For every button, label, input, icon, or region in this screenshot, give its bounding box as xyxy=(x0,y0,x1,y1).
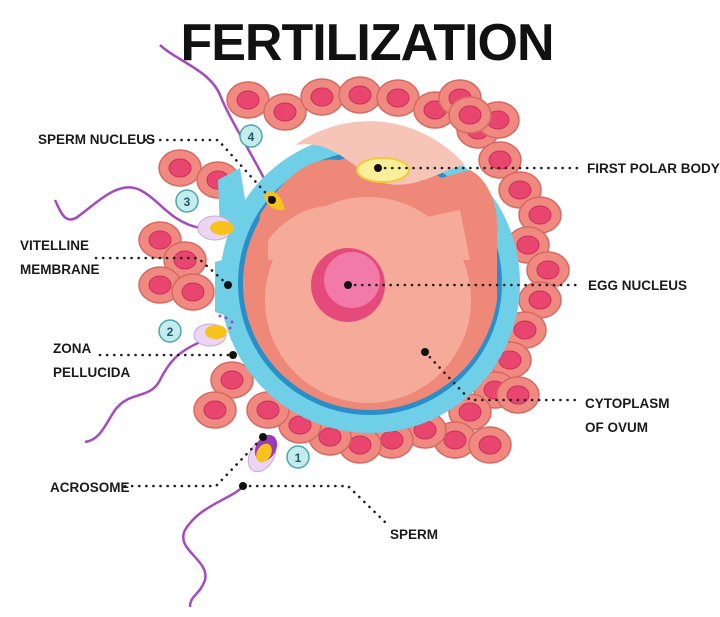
sperm-tail-1 xyxy=(181,484,246,608)
corona-cell xyxy=(263,93,307,131)
perivitelline-space xyxy=(295,121,465,185)
sperm-tail-2 xyxy=(84,338,206,444)
label-first-polar-body: FIRST POLAR BODY xyxy=(587,161,720,176)
corona-cell xyxy=(338,76,382,114)
leader-dots xyxy=(224,164,429,490)
step-2-badge: 2 xyxy=(158,319,182,343)
svg-text:3: 3 xyxy=(184,195,191,209)
corona-cell xyxy=(163,241,207,279)
corona-radiata xyxy=(138,76,570,464)
corona-cell xyxy=(496,376,540,414)
svg-text:1: 1 xyxy=(295,451,302,465)
sperm-tail-3 xyxy=(53,186,201,230)
step-1-badge: 1 xyxy=(286,445,310,469)
sperm-2 xyxy=(193,314,234,347)
label-sperm: SPERM xyxy=(390,527,438,542)
label-zona-pellucida-2: PELLUCIDA xyxy=(53,365,131,380)
corona-cell xyxy=(468,426,512,464)
label-cytoplasm-1: CYTOPLASM xyxy=(585,396,670,411)
corona-cell xyxy=(300,78,344,116)
sperm-3 xyxy=(197,215,234,241)
label-acrosome: ACROSOME xyxy=(50,480,130,495)
corona-cell xyxy=(376,79,420,117)
corona-cell xyxy=(526,251,570,289)
step-3-badge: 3 xyxy=(175,189,199,213)
corona-cell xyxy=(518,281,562,319)
label-zona-pellucida-1: ZONA xyxy=(53,341,91,356)
label-vitelline-membrane-1: VITELLINE xyxy=(20,238,89,253)
first-polar-body xyxy=(356,157,410,183)
label-vitelline-membrane-2: MEMBRANE xyxy=(20,262,100,277)
svg-text:4: 4 xyxy=(248,130,255,144)
sperm-tail-4 xyxy=(159,44,272,191)
cytoplasm-inner-top xyxy=(268,205,470,260)
corona-cell xyxy=(138,266,182,304)
zona-notch-top xyxy=(218,168,250,232)
label-cytoplasm-2: OF OVUM xyxy=(585,420,648,435)
egg-nucleolus xyxy=(324,252,380,308)
corona-cell xyxy=(478,141,522,179)
corona-cell xyxy=(210,361,254,399)
diagram-title: FERTILIZATION xyxy=(180,14,553,72)
label-egg-nucleus: EGG NUCLEUS xyxy=(588,278,687,293)
corona-cell xyxy=(518,196,562,234)
corona-cell xyxy=(193,391,237,429)
corona-cell xyxy=(171,273,215,311)
sperm-1 xyxy=(247,434,278,473)
label-sperm-nucleus: SPERM NUCLEUS xyxy=(38,132,155,147)
svg-text:2: 2 xyxy=(167,325,174,339)
corona-cell xyxy=(138,221,182,259)
corona-cell xyxy=(448,96,492,134)
corona-cell xyxy=(226,81,270,119)
step-4-badge: 4 xyxy=(239,124,263,148)
corona-cell xyxy=(158,149,202,187)
leader-lines xyxy=(94,138,582,524)
